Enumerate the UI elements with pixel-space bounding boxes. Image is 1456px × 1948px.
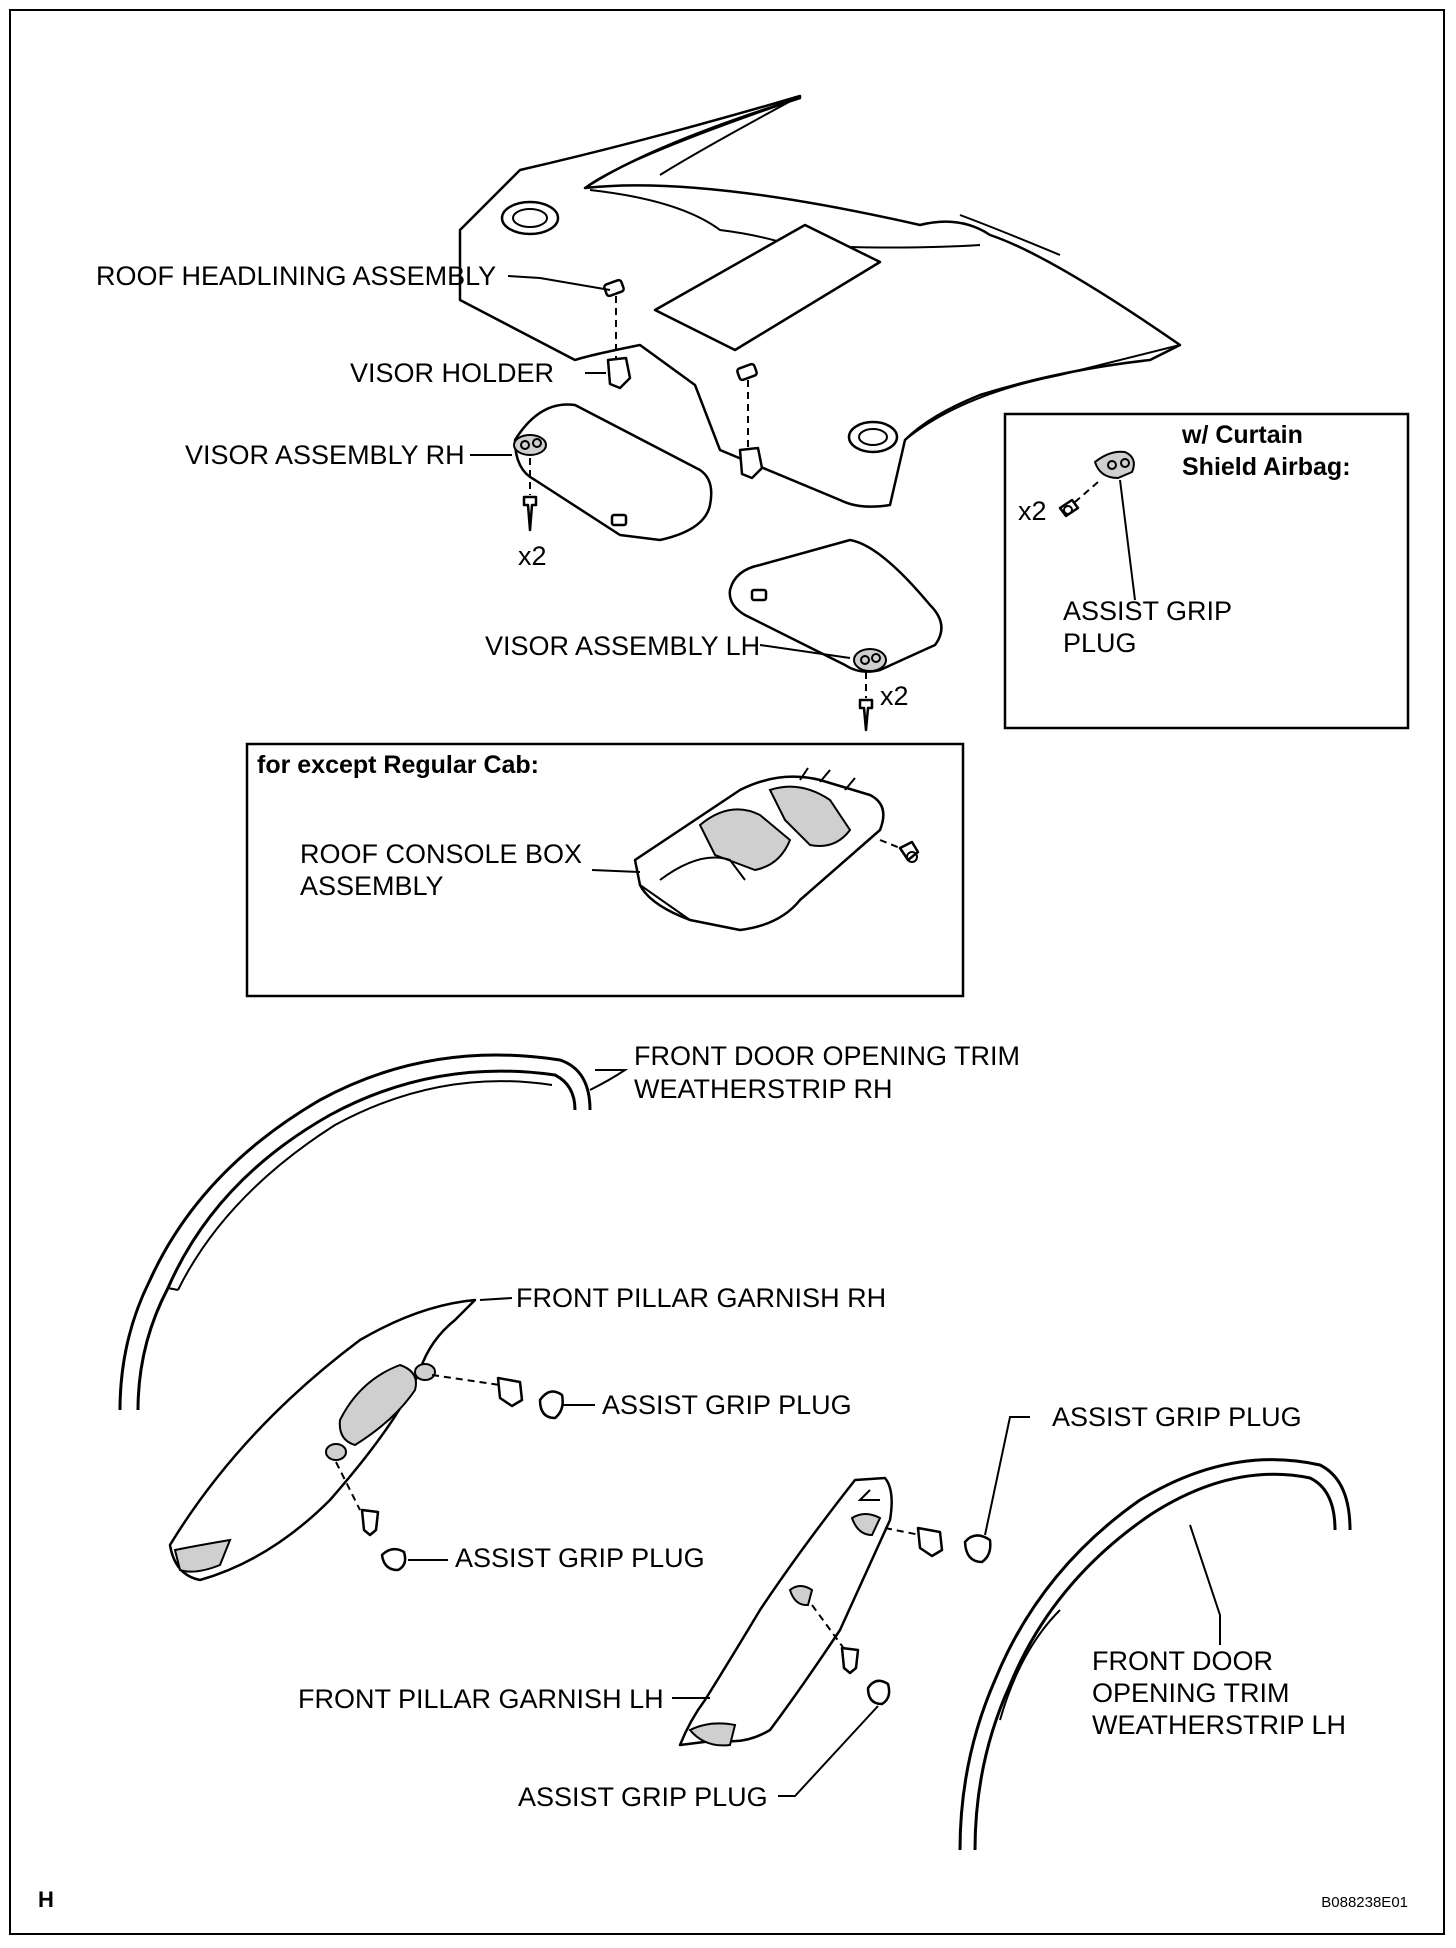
label-visor-assembly-rh: VISOR ASSEMBLY RH [185, 440, 465, 470]
label-weatherstrip-lh-line1: FRONT DOOR [1092, 1646, 1273, 1676]
curtain-assist-grip-plug-illustration [1058, 450, 1135, 518]
label-x2-curtain: x2 [1018, 496, 1047, 526]
pillar-garnish-lh-illustration [678, 1476, 893, 1747]
label-visor-assembly-lh: VISOR ASSEMBLY LH [485, 631, 760, 661]
leader-lines [408, 275, 1221, 1797]
weatherstrip-lh-illustration [958, 1458, 1352, 1851]
label-assist-grip-plug-rh-lower: ASSIST GRIP PLUG [455, 1543, 705, 1573]
label-front-pillar-garnish-rh: FRONT PILLAR GARNISH RH [516, 1283, 886, 1313]
label-weatherstrip-lh-line3: WEATHERSTRIP LH [1092, 1710, 1346, 1740]
label-curtain-title-line2: Shield Airbag: [1182, 453, 1351, 481]
label-weatherstrip-rh-line1: FRONT DOOR OPENING TRIM [634, 1041, 1020, 1071]
footer-figure-id: B088238E01 [1321, 1894, 1408, 1911]
footer-section-letter: H [38, 1887, 54, 1912]
label-x2-rh: x2 [518, 541, 547, 571]
label-visor-holder: VISOR HOLDER [350, 358, 554, 388]
label-assist-grip-plug-rh-upper: ASSIST GRIP PLUG [602, 1390, 852, 1420]
label-roof-console-line1: ROOF CONSOLE BOX [300, 839, 582, 869]
label-curtain-title-line1: w/ Curtain [1181, 421, 1303, 449]
pillar-garnish-rh-illustration [168, 1298, 477, 1582]
roof-console-box-illustration [633, 767, 920, 932]
label-roof-headlining-assembly: ROOF HEADLINING ASSEMBLY [96, 261, 496, 291]
page-frame [9, 9, 1445, 1935]
label-roof-console-line2: ASSEMBLY [300, 871, 444, 901]
pillar-lh-assist-grip-plugs [866, 1534, 992, 1706]
label-curtain-assist-grip-line2: PLUG [1063, 628, 1137, 658]
label-weatherstrip-rh-line2: WEATHERSTRIP RH [634, 1074, 893, 1104]
visor-holder-clip-right [738, 380, 764, 480]
visor-lh-illustration [728, 538, 943, 732]
label-weatherstrip-lh-line2: OPENING TRIM [1092, 1678, 1290, 1708]
pillar-rh-screws [335, 1374, 524, 1537]
curtain-shield-inset-box [1003, 412, 1410, 730]
label-curtain-assist-grip-line1: ASSIST GRIP [1063, 596, 1232, 626]
label-assist-grip-plug-lh-lower: ASSIST GRIP PLUG [518, 1782, 768, 1812]
regular-cab-inset-box [245, 742, 965, 998]
weatherstrip-rh-illustration [118, 1053, 592, 1411]
label-except-regular-cab: for except Regular Cab: [257, 751, 539, 779]
pillar-lh-screws [811, 1526, 944, 1675]
visor-rh-illustration [513, 403, 713, 542]
label-assist-grip-plug-lh-upper: ASSIST GRIP PLUG [1052, 1402, 1302, 1432]
label-front-pillar-garnish-lh: FRONT PILLAR GARNISH LH [298, 1684, 664, 1714]
roof-headlining-illustration [458, 94, 1182, 508]
visor-holder-clip-left [606, 296, 632, 390]
pillar-rh-assist-grip-plugs [380, 1390, 564, 1572]
label-x2-lh: x2 [880, 681, 909, 711]
